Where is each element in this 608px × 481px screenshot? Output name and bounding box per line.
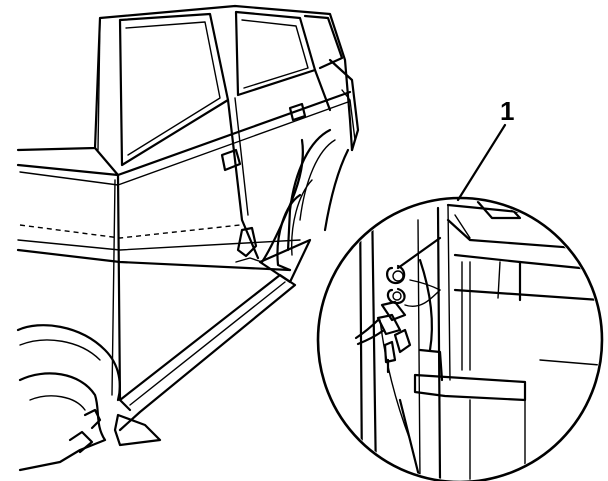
detail-magnifier-circle [316,196,604,481]
callout-1: 1 [456,96,514,202]
callout-label: 1 [500,96,514,126]
leader-line [456,123,507,202]
detail-pointer [258,238,312,284]
vehicle-body [16,4,360,472]
